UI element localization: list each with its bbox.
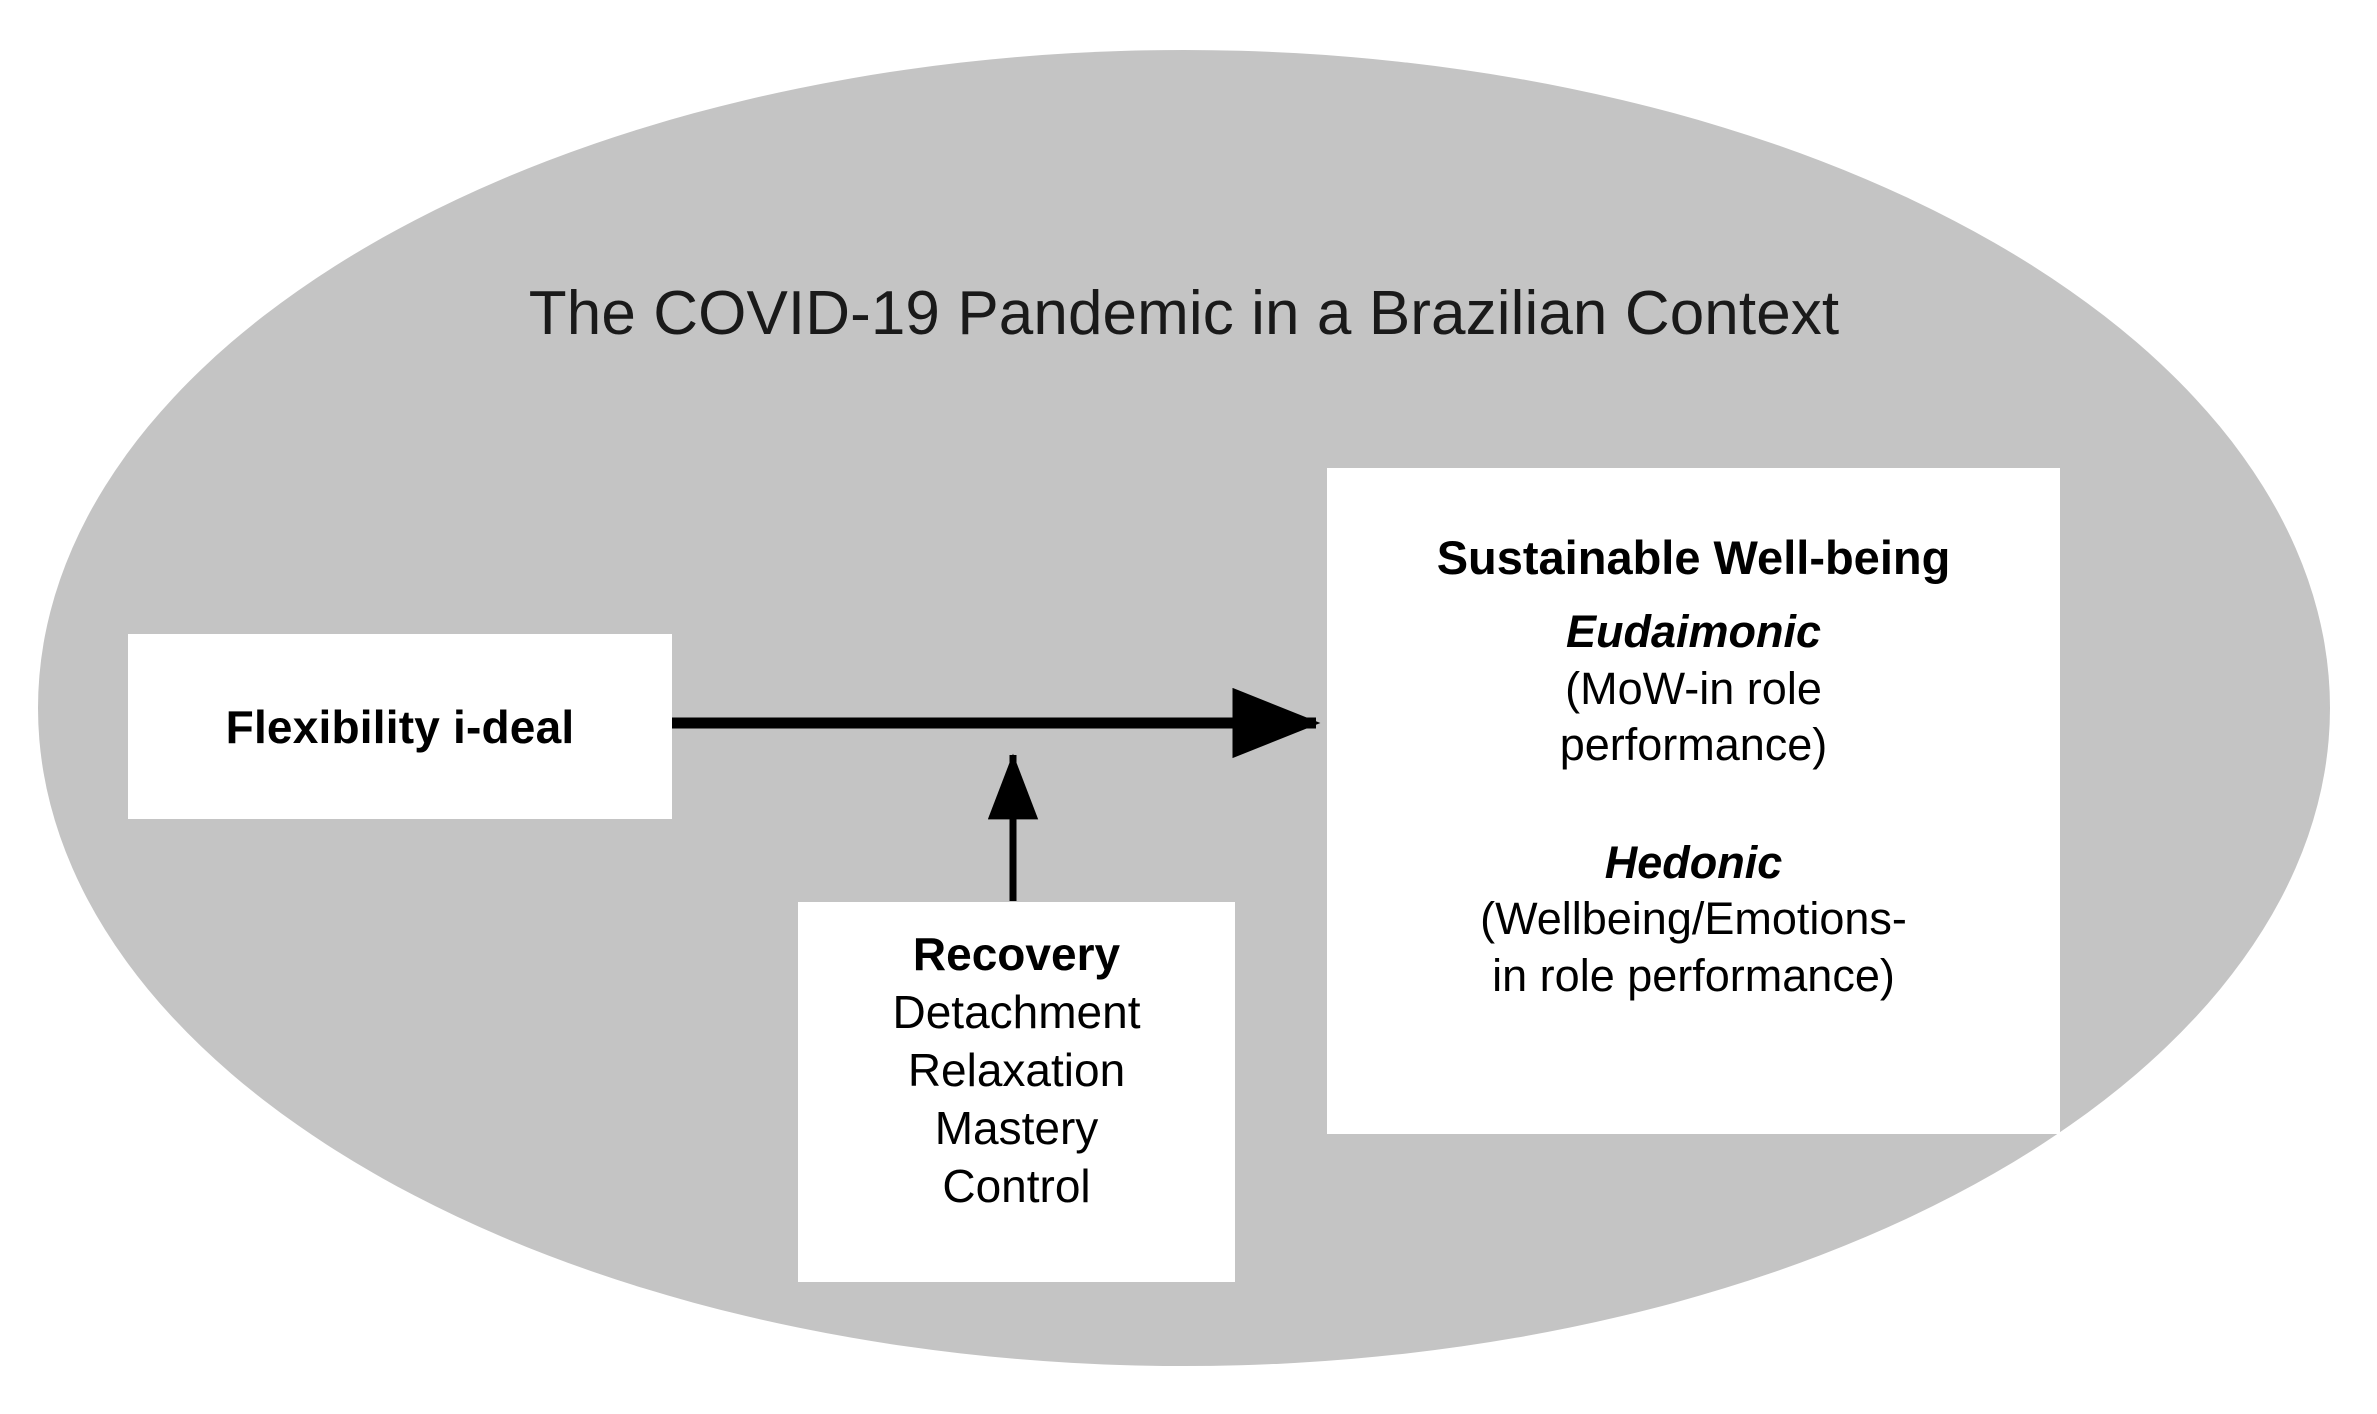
box-recovery-title: Recovery bbox=[912, 928, 1121, 980]
box-recovery-item-detachment: Detachment bbox=[892, 985, 1141, 1038]
wellbeing-eudaimonic-body-line-2: performance) bbox=[1559, 718, 1828, 770]
box-recovery-item-relaxation: Relaxation bbox=[907, 1043, 1126, 1096]
wellbeing-eudaimonic-body-line-1: (MoW-in role bbox=[1565, 662, 1822, 714]
box-flexibility-ideal: Flexibility i-deal bbox=[128, 634, 672, 819]
box-recovery-item-mastery: Mastery bbox=[934, 1101, 1099, 1154]
wellbeing-eudaimonic-heading: Eudaimonic bbox=[1565, 606, 1822, 658]
box-recovery-item-control: Control bbox=[942, 1159, 1091, 1212]
box-flexibility-title: Flexibility i-deal bbox=[225, 700, 575, 753]
context-title: The COVID-19 Pandemic in a Brazilian Con… bbox=[528, 279, 1840, 348]
box-sustainable-wellbeing: Sustainable Well-being Eudaimonic (MoW-i… bbox=[1327, 468, 2060, 1134]
wellbeing-hedonic-heading: Hedonic bbox=[1604, 837, 1783, 889]
box-recovery: Recovery Detachment Relaxation Mastery C… bbox=[798, 902, 1235, 1282]
wellbeing-hedonic-body-line-2: in role performance) bbox=[1492, 949, 1895, 1001]
wellbeing-hedonic-body-line-1: (Wellbeing/Emotions- bbox=[1480, 893, 1907, 945]
box-wellbeing-title: Sustainable Well-being bbox=[1436, 531, 1951, 584]
